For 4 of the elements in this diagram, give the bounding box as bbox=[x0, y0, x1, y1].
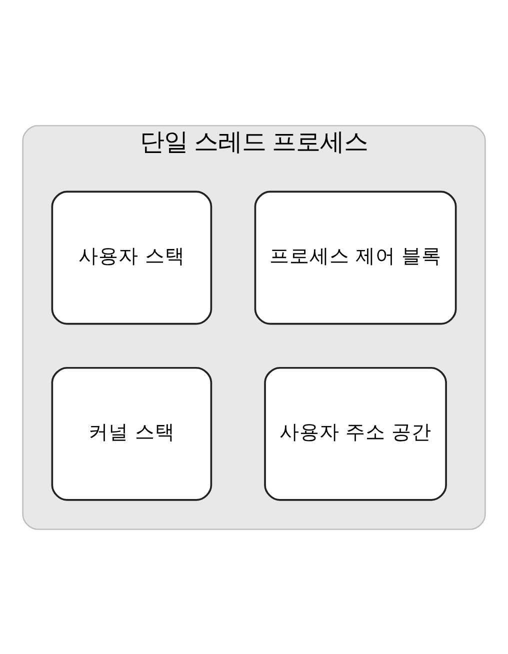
node-box: 사용자 스택 bbox=[51, 190, 212, 324]
node-box: 커널 스택 bbox=[51, 366, 212, 500]
node-box: 프로세스 제어 블록 bbox=[254, 190, 457, 324]
node-box: 사용자 주소 공간 bbox=[264, 366, 447, 500]
